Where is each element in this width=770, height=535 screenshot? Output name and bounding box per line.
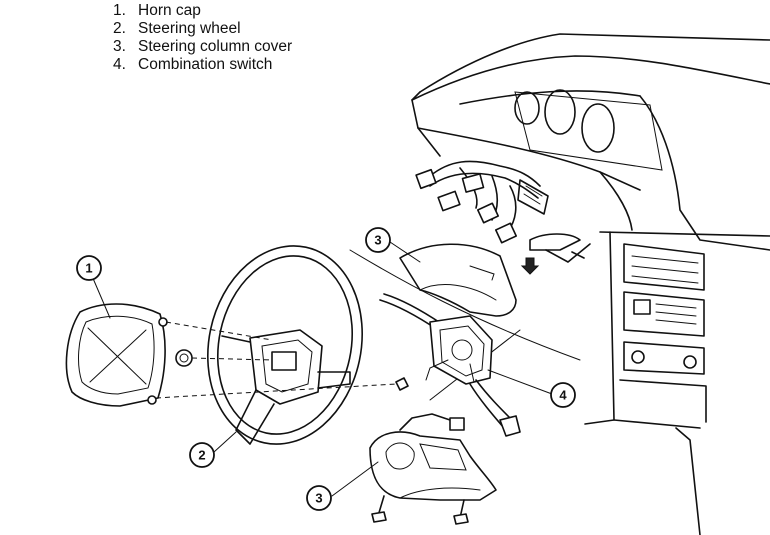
horn-cap-illustration — [65, 303, 168, 407]
wiring-harness-illustration — [415, 160, 549, 244]
legend-number: 1. — [113, 2, 126, 19]
callout-number: 4 — [559, 388, 567, 403]
callout-number: 2 — [198, 448, 205, 463]
callout-3-upper-column-cover: 3 — [365, 227, 391, 253]
dashboard-illustration — [411, 33, 770, 535]
legend-item-steering-wheel: 2. Steering wheel — [113, 20, 308, 38]
legend-number: 2. — [113, 20, 126, 37]
legend-label: Steering column cover — [138, 38, 293, 55]
callout-number: 3 — [374, 233, 381, 248]
callout-number: 3 — [315, 491, 322, 506]
legend-number: 4. — [113, 56, 126, 73]
upper-column-cover-illustration — [399, 243, 517, 317]
callout-4-combination-switch: 4 — [550, 382, 576, 408]
callout-number: 1 — [85, 261, 92, 276]
parts-legend: 1. Horn cap 2. Steering wheel 3. Steerin… — [113, 2, 308, 74]
callout-leaders — [91, 241, 553, 497]
lower-column-cover-illustration — [369, 413, 497, 525]
legend-item-horn-cap: 1. Horn cap — [113, 2, 308, 20]
callout-1-horn-cap: 1 — [76, 255, 102, 281]
legend-label: Combination switch — [138, 56, 273, 73]
legend-label: Horn cap — [138, 2, 201, 19]
legend-item-combination-switch: 4. Combination switch — [113, 56, 308, 74]
steering-wheel-illustration — [175, 245, 409, 445]
legend-item-steering-column-cover: 3. Steering column cover — [113, 38, 308, 56]
callout-3-lower-column-cover: 3 — [306, 485, 332, 511]
combination-switch-illustration — [379, 293, 521, 437]
legend-number: 3. — [113, 38, 126, 55]
callout-2-steering-wheel: 2 — [189, 442, 215, 468]
legend-label: Steering wheel — [138, 20, 241, 37]
